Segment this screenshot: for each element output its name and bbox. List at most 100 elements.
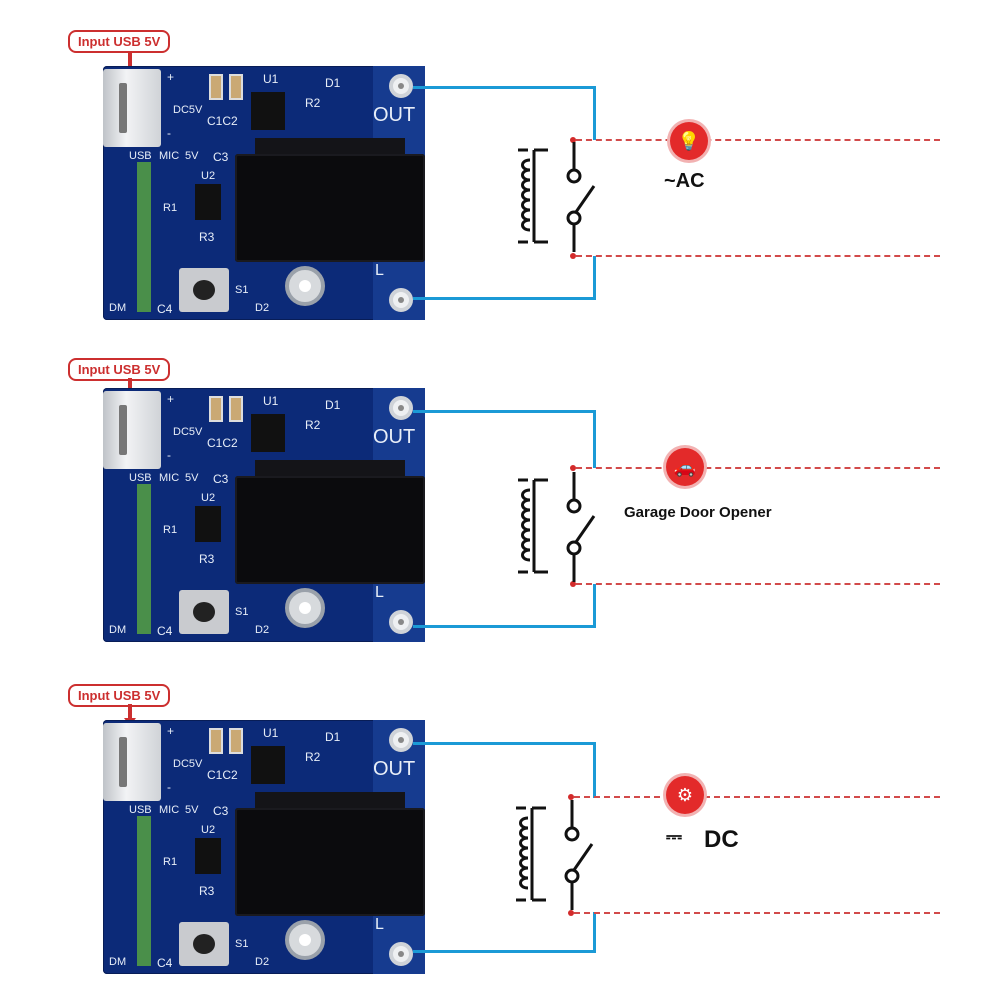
relay-panel-2: Input USB 5V + - DC5V U1 D1 R2 C1C2 C3 U… <box>0 322 1001 652</box>
usb-port[interactable] <box>103 391 161 469</box>
c4-label: C4 <box>157 302 173 316</box>
out-wire-h <box>413 410 596 413</box>
l-terminal[interactable] <box>389 288 413 312</box>
d1-label: D1 <box>325 398 341 412</box>
c2-cap <box>229 74 243 100</box>
mic-label: MIC <box>159 472 180 484</box>
reset-button[interactable] <box>179 590 229 634</box>
relay-panel-3: Input USB 5V + - DC5V U1 D1 R2 C1C2 C3 U… <box>0 650 1001 980</box>
c2-cap <box>229 728 243 754</box>
plus-label: + <box>167 70 175 84</box>
relay-module <box>235 476 425 584</box>
out-terminal[interactable] <box>389 74 413 98</box>
load-label: DC <box>704 826 739 853</box>
v5-label: 5V <box>185 804 199 816</box>
relay-module <box>235 154 425 262</box>
usb-port[interactable] <box>103 723 161 801</box>
relay-top <box>255 792 405 810</box>
s1-label: S1 <box>235 606 249 618</box>
input-usb-label: Input USB 5V <box>68 684 171 707</box>
contact-dot <box>568 794 574 800</box>
relay-board: + - DC5V U1 D1 R2 C1C2 C3 U2 R1 R3 S1 C4… <box>103 720 425 974</box>
c2-cap <box>229 396 243 422</box>
dm-label: DM <box>109 302 127 314</box>
reset-button[interactable] <box>179 922 229 966</box>
contact-dot <box>570 465 576 471</box>
r3-label: R3 <box>199 230 215 244</box>
reset-button[interactable] <box>179 268 229 312</box>
plus-label: + <box>167 724 175 738</box>
u1-chip <box>251 92 285 130</box>
d1-label: D1 <box>325 76 341 90</box>
c4-label: C4 <box>157 956 173 970</box>
dm-label: DM <box>109 624 127 636</box>
s1-label: S1 <box>235 938 249 950</box>
header-pins <box>137 484 151 634</box>
l-wire-v <box>593 256 596 300</box>
r3-label: R3 <box>199 884 215 898</box>
mount-hole <box>285 920 325 960</box>
c3-label: C3 <box>213 472 229 486</box>
out-wire-v <box>593 86 596 140</box>
contact-dot <box>570 253 576 259</box>
c1-cap <box>209 74 223 100</box>
l-terminal[interactable] <box>389 610 413 634</box>
contact-dot <box>570 137 576 143</box>
r3-label: R3 <box>199 552 215 566</box>
u2-label: U2 <box>201 824 216 836</box>
relay-board: + - DC5V U1 D1 R2 C1C2 C3 U2 R1 R3 S1 C4… <box>103 66 425 320</box>
dc5v-label: DC5V <box>173 104 203 116</box>
d2-label: D2 <box>255 624 270 636</box>
u2-chip <box>195 506 221 542</box>
usb-label: USB <box>129 472 152 484</box>
l-label: L <box>375 262 384 279</box>
out-terminal[interactable] <box>389 728 413 752</box>
dc5v-label: DC5V <box>173 426 203 438</box>
load-line-top <box>576 467 940 469</box>
l-label: L <box>375 916 384 933</box>
load-line-bottom <box>576 255 940 257</box>
input-usb-label: Input USB 5V <box>68 358 171 381</box>
garage-icon: 🚗 <box>666 448 704 486</box>
u1-label: U1 <box>263 72 279 86</box>
v5-label: 5V <box>185 150 199 162</box>
r1-label: R1 <box>163 856 178 868</box>
mount-hole <box>285 588 325 628</box>
l-wire-h <box>413 297 596 300</box>
load-line-top <box>574 796 940 798</box>
load-line-bottom <box>576 583 940 585</box>
d1-label: D1 <box>325 730 341 744</box>
relay-top <box>255 460 405 478</box>
header-pins <box>137 162 151 312</box>
l-terminal[interactable] <box>389 942 413 966</box>
out-label: OUT <box>373 104 416 126</box>
s1-label: S1 <box>235 284 249 296</box>
out-wire-v <box>593 410 596 468</box>
load-line-bottom <box>574 912 940 914</box>
minus-label: - <box>167 448 171 462</box>
input-usb-label: Input USB 5V <box>68 30 171 53</box>
header-pins <box>137 816 151 966</box>
u1-label: U1 <box>263 394 279 408</box>
d2-label: D2 <box>255 302 270 314</box>
out-terminal[interactable] <box>389 396 413 420</box>
relay-top <box>255 138 405 156</box>
load-label: ~AC <box>664 170 705 192</box>
r2-label: R2 <box>305 750 321 764</box>
minus-label: - <box>167 126 171 140</box>
dm-label: DM <box>109 956 127 968</box>
relay-symbol <box>518 472 596 582</box>
relay-module <box>235 808 425 916</box>
contact-dot <box>570 581 576 587</box>
u1-chip <box>251 414 285 452</box>
c1-cap <box>209 728 223 754</box>
l-wire-v <box>593 912 596 953</box>
c3-label: C3 <box>213 150 229 164</box>
l-wire-h <box>413 950 596 953</box>
dc5v-label: DC5V <box>173 758 203 770</box>
usb-label: USB <box>129 150 152 162</box>
r1-label: R1 <box>163 202 178 214</box>
usb-port[interactable] <box>103 69 161 147</box>
c4-label: C4 <box>157 624 173 638</box>
mount-hole <box>285 266 325 306</box>
